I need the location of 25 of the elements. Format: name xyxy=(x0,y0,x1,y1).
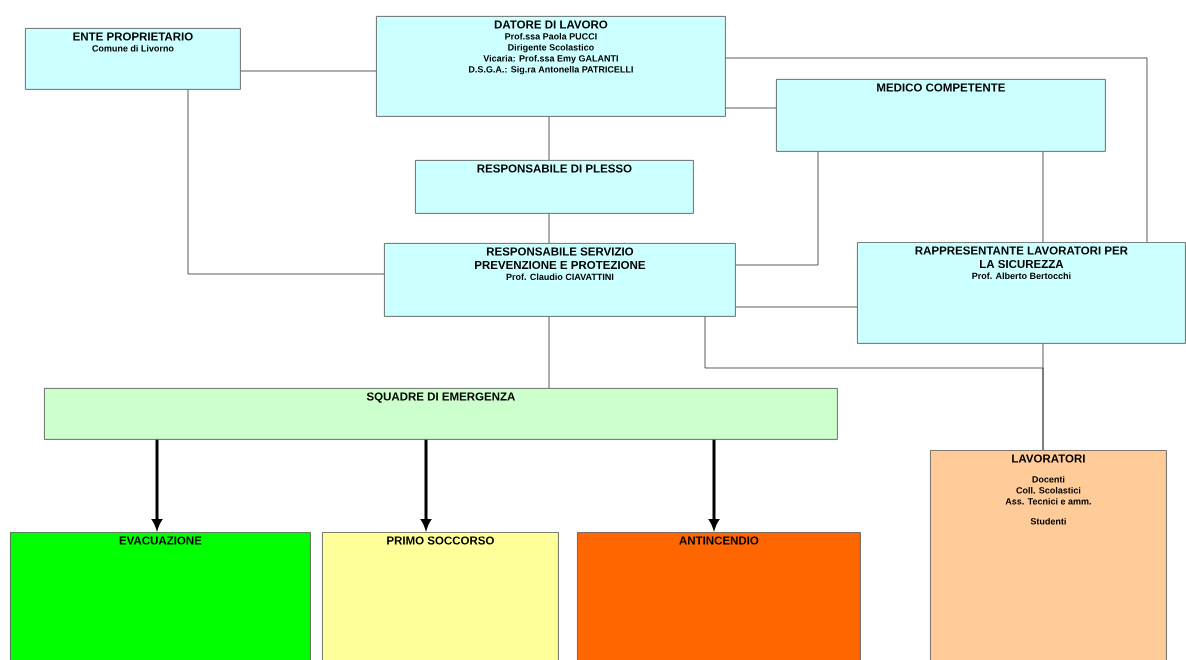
workers-box: LAVORATORI Docenti Coll. Scolastici Ass. Tecnici e amm. Studenti xyxy=(930,450,1167,660)
connector-line xyxy=(187,89,385,275)
connector-line xyxy=(548,316,550,389)
role-box: RAPPRESENTANTE LAVORATORI PER LA SICUREZZA Prof. Alberto Bertocchi xyxy=(857,242,1186,344)
role-box: RESPONSABILE SERVIZIO PREVENZIONE E PROTEZIONE Prof. Claudio CIAVATTINI xyxy=(384,243,736,317)
connector-line xyxy=(1042,343,1044,451)
team-box: PRIMO SOCCORSO xyxy=(322,532,559,660)
connector-line xyxy=(548,116,550,161)
connector-line xyxy=(735,151,819,266)
role-box: DATORE DI LAVORO Prof.ssa Paola PUCCI Dirigente Scolastico Vicaria: Prof.ssa Emy GALANTI D.S.G.A.: Sig.ra Antonella PATRICELLI xyxy=(376,16,726,117)
arrow xyxy=(421,439,431,529)
role-box: MEDICO COMPETENTE xyxy=(776,79,1106,152)
connector-line xyxy=(725,57,1148,243)
role-box: ENTE PROPRIETARIO Comune di Livorno xyxy=(25,28,241,90)
connector-line xyxy=(725,107,777,109)
connector-line xyxy=(548,213,550,244)
arrow xyxy=(709,439,719,529)
connector-line xyxy=(240,70,377,72)
connector-line xyxy=(1042,151,1044,243)
team-band: SQUADRE DI EMERGENZA xyxy=(44,388,838,440)
team-box: ANTINCENDIO xyxy=(577,532,861,660)
team-box: EVACUAZIONE xyxy=(10,532,311,660)
arrow xyxy=(152,439,162,529)
role-box: RESPONSABILE DI PLESSO xyxy=(415,160,694,214)
connector-line xyxy=(735,306,858,308)
